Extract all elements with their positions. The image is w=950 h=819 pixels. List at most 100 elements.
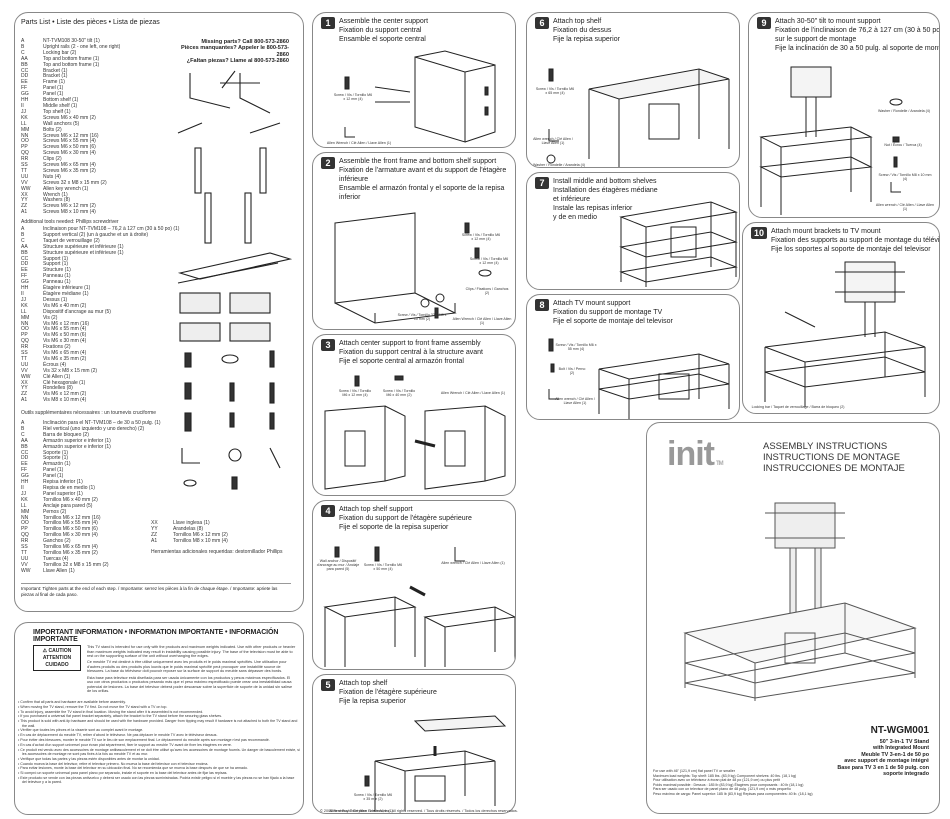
step-5-label-2: Allen wrench / Clé Allen / Llave Allen (… — [329, 809, 393, 813]
part-code: B — [21, 425, 25, 432]
step-9-illustration — [759, 66, 903, 215]
part-description: Étagère inférieure (1) — [43, 285, 91, 292]
missing-parts-notice: Missing parts? Call 800-573-2860 Pièces … — [181, 39, 289, 65]
part-description: Repisa inferior (1) — [43, 479, 83, 486]
step-7-panel: 7 Install middle and bottom shelves Inst… — [526, 172, 740, 290]
part-description: Vis (2) — [43, 314, 58, 321]
part-description: Screws M6 x 40 mm (2) — [43, 114, 96, 121]
parts-list-header: Parts List • Liste des pièces • Lista de… — [21, 19, 160, 26]
important-bullet: • Verifique que todas las partes y las p… — [18, 756, 160, 761]
part-description: Panneau (1) — [43, 279, 71, 286]
tools-english: Additional tools needed: Phillips screwd… — [21, 219, 119, 225]
part-code: ZZ — [151, 531, 158, 538]
step-2-illustration — [334, 212, 492, 324]
step-number: 4 — [321, 505, 335, 517]
part-code: RR — [21, 538, 29, 545]
important-bullet: • When moving the TV stand, remove the T… — [18, 704, 168, 709]
part-description: Armazón superior e inferior (1) — [43, 443, 111, 450]
important-info-header: IMPORTANT INFORMATION • INFORMATION IMPO… — [33, 629, 279, 643]
important-bullet: • Ce produit est vendu avec des accessoi… — [18, 747, 300, 756]
important-bullet: • Para evitar lesiones, monte la base de… — [18, 766, 248, 771]
part-code: DD — [21, 455, 29, 462]
part-description: Taquet de verrouillage (2) — [43, 237, 100, 244]
part-description: Top and bottom frame (1) — [43, 55, 100, 62]
part-code: WW — [21, 567, 31, 574]
part-code: GG — [21, 279, 29, 286]
part-code: CC — [21, 255, 29, 262]
part-code: OO — [21, 138, 29, 145]
step-text: Attach TV mount support Fixation du supp… — [553, 300, 673, 325]
part-description: Screws M6 x 55 mm (4) — [43, 138, 96, 145]
part-description: Ganchos (2) — [43, 538, 71, 545]
step-text: Attach 30-50" tilt to mount support Fixa… — [775, 18, 940, 52]
part-description: Top and bottom frame (1) — [43, 61, 100, 68]
part-code: SS — [21, 162, 28, 169]
step-text: Install middle and bottom shelves Instal… — [553, 178, 658, 221]
part-description: Middle shelf (1) — [43, 102, 78, 109]
step-9-label-3: Screw / Vis / Tornillo M8 x 10 mm (4) — [878, 173, 932, 182]
part-description: Allen key wrench (1) — [43, 185, 89, 192]
part-code: PP — [21, 144, 28, 151]
part-code: SS — [21, 544, 28, 551]
part-code: EE — [21, 79, 28, 86]
step-2-label-5: Allen Wrench / Clé Allen / Llave Allen (… — [452, 317, 512, 326]
step-5-panel: 5 Attach top shelf Fixation de l'étagère… — [312, 674, 516, 814]
part-code: XX — [21, 191, 28, 198]
part-description: Dispositif d'ancrage au mur (5) — [43, 308, 111, 315]
step-9-label-2: Nut / Écrou / Tuerca (4) — [884, 143, 922, 147]
part-description: Clé Allen (1) — [43, 373, 71, 380]
step-2-label-3: Clips / Fixations / Ganchos (2) — [465, 287, 509, 296]
part-description: Inclinación para el NT-TVM108 – de 30 a … — [43, 420, 161, 426]
part-code: DD — [21, 261, 29, 268]
part-description: Screws M6 x 12 mm (16) — [43, 132, 99, 139]
part-description: Fixations (2) — [43, 344, 71, 351]
important-bullet: • Este producto se vende con las piezas … — [18, 775, 295, 785]
part-description: Tuercas (4) — [43, 555, 69, 562]
part-code: C — [21, 237, 25, 244]
step-10-panel: 10 Attach mount brackets to TV mount Fix… — [742, 222, 940, 414]
part-code: FF — [21, 85, 28, 92]
part-description: Tornillos M6 x 40 mm (2) — [43, 496, 98, 503]
step-4-panel: 4 Attach top shelf support Fixation du s… — [312, 500, 516, 670]
part-code: BB — [21, 61, 28, 68]
part-description: Panel superior (1) — [43, 490, 83, 497]
part-code: TT — [21, 355, 28, 362]
part-description: Vis M6 x 35 mm (2) — [43, 355, 87, 362]
step-3-label-2: Screw / Vis / Tornillo M6 x 40 mm (2) — [382, 389, 416, 398]
part-description: Tornillos M6 x 55 mm (4) — [43, 520, 98, 527]
important-bullet: • This product is sold with anti-tip har… — [18, 719, 298, 728]
part-code: PP — [21, 526, 28, 533]
part-description: Tornillos M6 x 50 mm (6) — [43, 526, 98, 533]
part-description: Clips (2) — [43, 156, 62, 163]
part-code: VV — [21, 561, 28, 568]
step-5-illustration — [364, 715, 507, 811]
step-9-label-4: Allen wrench / Clé Allen / Llave Allen (… — [875, 203, 935, 212]
part-code: TT — [21, 549, 28, 556]
important-bullet: • If you purchased a universal flat pane… — [18, 714, 223, 719]
step-number: 10 — [751, 227, 767, 239]
important-info-paragraphs: This TV stand is intended for use only w… — [87, 645, 296, 694]
step-8-label-2: Bolt / Vis / Perno (2) — [558, 367, 586, 376]
